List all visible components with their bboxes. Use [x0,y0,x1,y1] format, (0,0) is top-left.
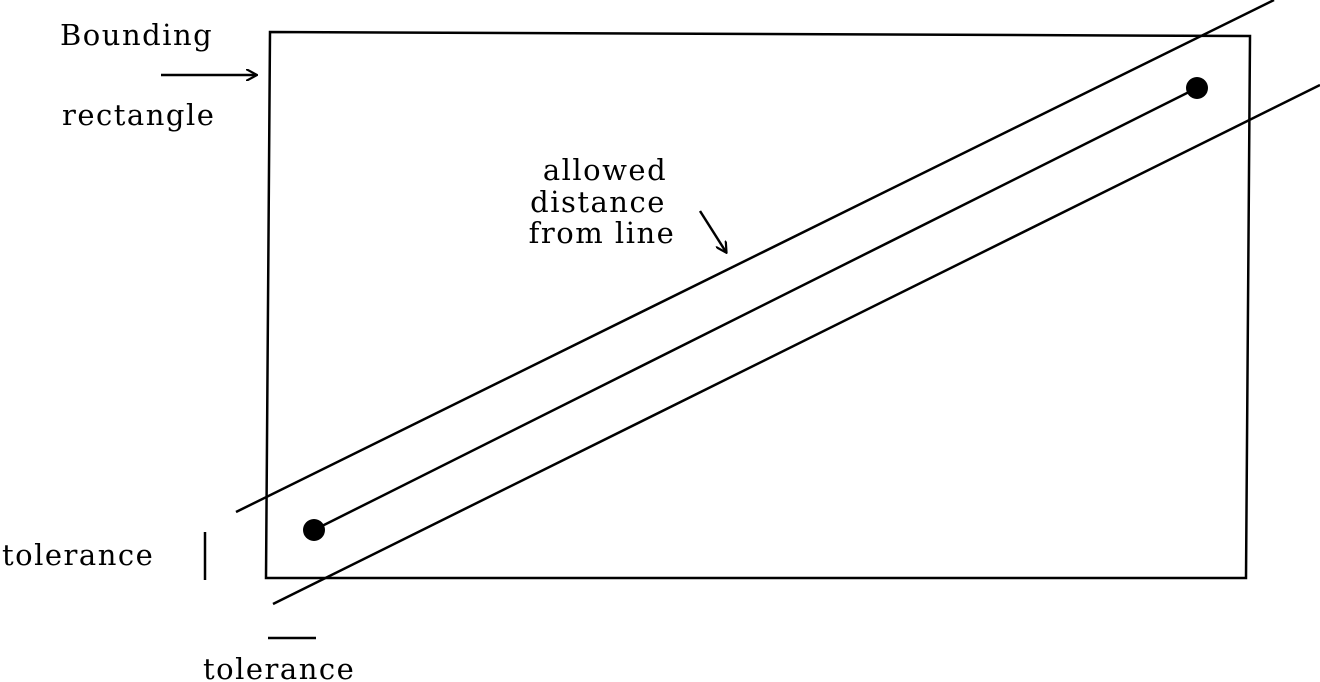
allowed-label: allowed [543,153,667,187]
rectangle-label: rectangle [62,98,215,132]
end-point [1186,77,1208,99]
distance-label: distance [530,185,666,219]
center-line [313,86,1198,532]
from-line-label: from line [529,216,676,250]
start-point [303,519,325,541]
upper-tolerance-line [235,0,1275,514]
tolerance-horizontal-label: tolerance [203,652,355,682]
bounding-label: Bounding [60,18,213,52]
distance-arrow [698,210,726,252]
tolerance-vertical-label: tolerance [2,538,154,572]
bounding-rectangle [264,30,1252,580]
lower-tolerance-line [272,83,1320,606]
